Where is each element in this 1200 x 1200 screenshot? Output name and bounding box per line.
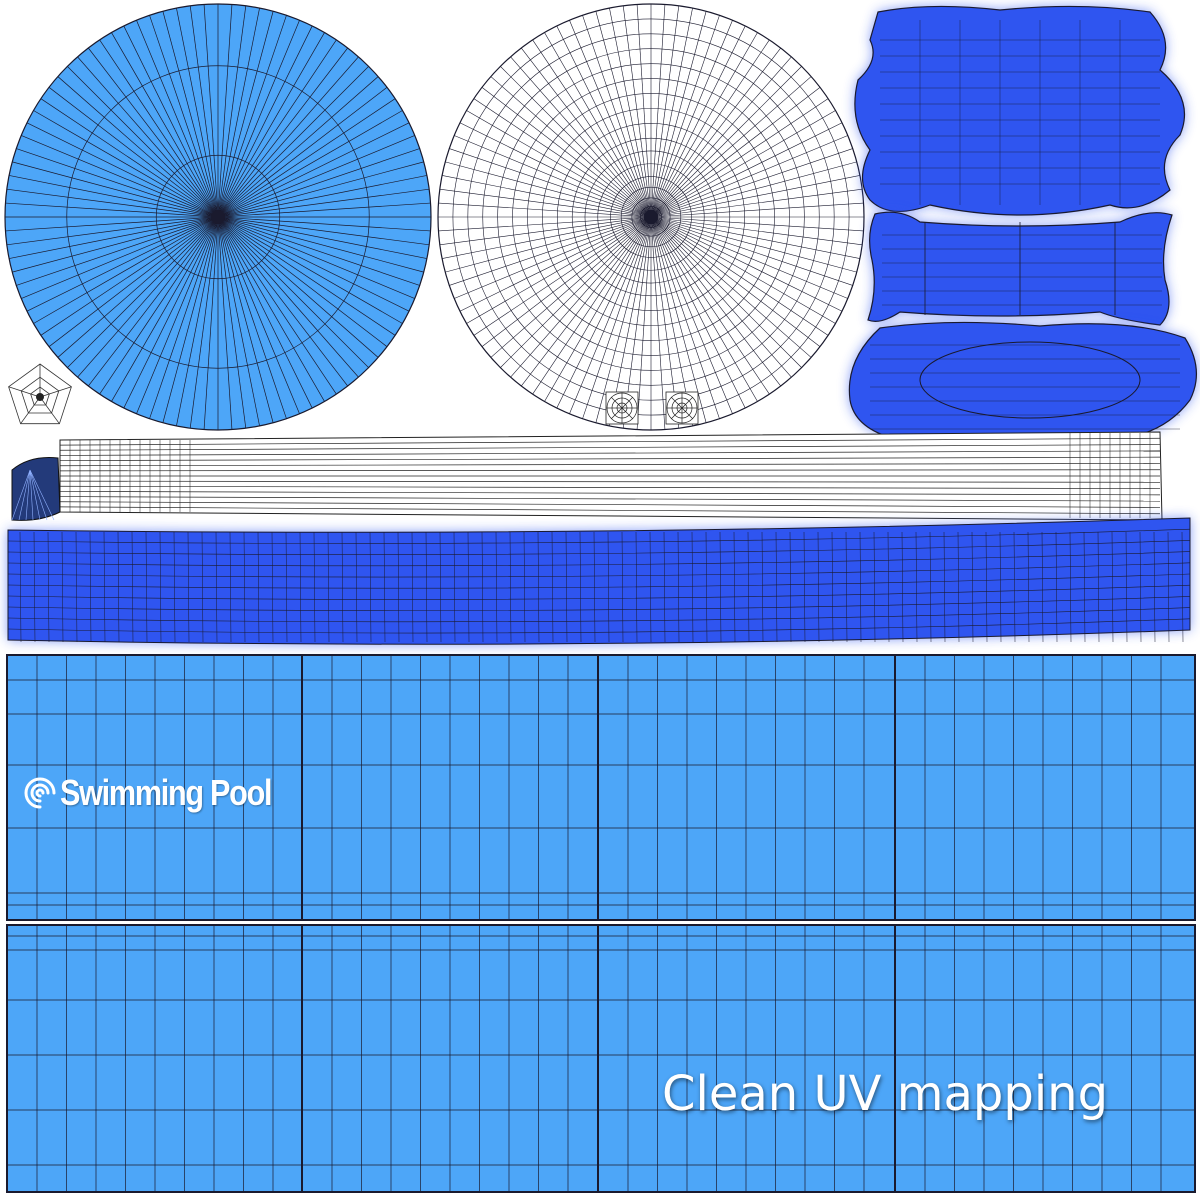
- swirl-icon: [24, 777, 56, 809]
- caption-text: Clean UV mapping: [662, 1066, 1109, 1122]
- uv-island-liner-lower: [6, 924, 1196, 1193]
- uv-island-liner-upper: [6, 654, 1196, 921]
- uv-island-floor-disc: [4, 3, 432, 431]
- uv-island-small-pentagon: [8, 363, 72, 425]
- swimming-pool-logo: Swimming Pool: [20, 768, 309, 818]
- uv-island-rim-band: [7, 517, 1191, 645]
- uv-island-pump-parts: [605, 5, 1198, 444]
- logo-text: Swimming Pool: [60, 772, 273, 813]
- uv-island-cover-disc: [437, 3, 865, 431]
- uv-island-wall-strip: [11, 431, 1163, 521]
